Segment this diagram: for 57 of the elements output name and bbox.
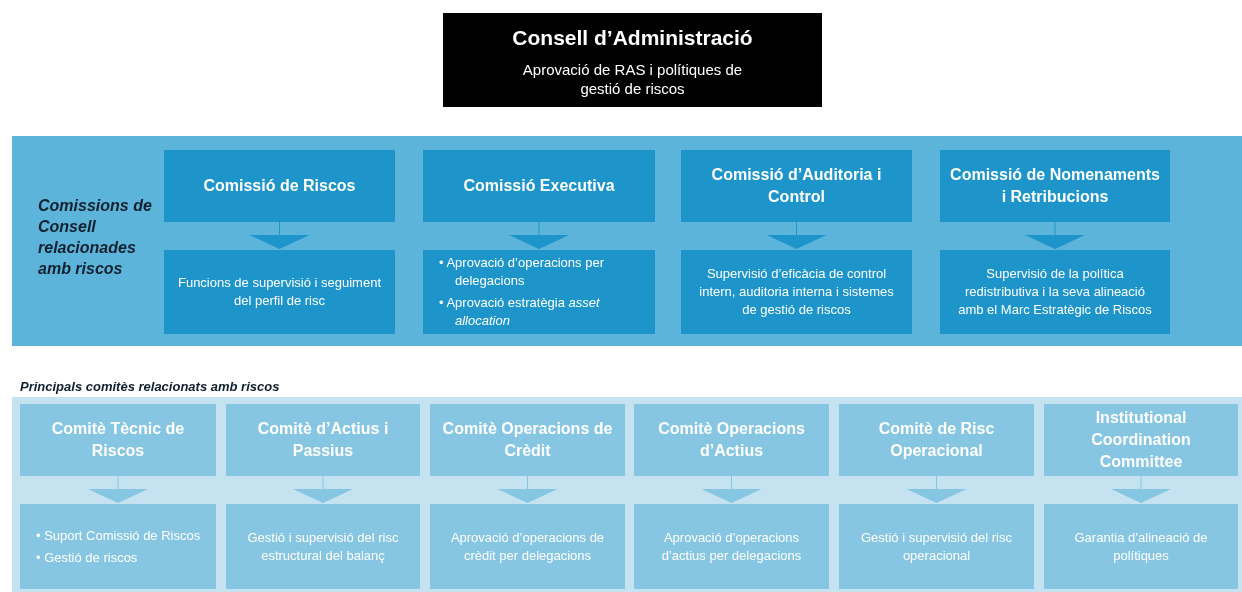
committee-title: Institutional Coordination Committee xyxy=(1090,408,1192,472)
commission-band xyxy=(12,136,1242,346)
function-box xyxy=(681,250,912,334)
committee-header xyxy=(430,404,625,476)
commission-header xyxy=(423,150,655,222)
function-box xyxy=(164,250,395,334)
function-box xyxy=(1044,504,1238,589)
commission-header xyxy=(940,150,1170,222)
bullet-item: • Suport Comissió de Riscos xyxy=(36,526,201,545)
committee-title: Comissió Executiva xyxy=(462,176,616,196)
committee-title: Comitè de Risc Operacional xyxy=(877,419,996,461)
band-heading: Comissions de Consell relacionades amb riscos xyxy=(38,196,153,279)
chevron-arrow xyxy=(1025,221,1085,250)
chevron-arrow xyxy=(293,475,353,504)
chevron-arrow xyxy=(509,221,569,250)
committee-title: Comitè Operacions d’Actius xyxy=(657,419,806,461)
committee-title: Comissió d’Auditoria i Control xyxy=(710,165,883,207)
board-box xyxy=(443,13,822,107)
committee-description: Funcions de supervisió i seguiment del perfil de risc xyxy=(176,274,383,310)
committee-header xyxy=(634,404,829,476)
board-title: Consell d’Administració xyxy=(512,24,753,51)
band-heading: Principals comitès relacionats amb riscos xyxy=(20,378,280,396)
board-description: Aprovació de RAS i polítiques de gestió de riscos xyxy=(521,61,744,99)
committee-title: Comitè Tècnic de Riscos xyxy=(50,419,186,461)
function-box xyxy=(226,504,420,589)
function-box xyxy=(634,504,829,589)
committee-title: Comitè Operacions de Crèdit xyxy=(441,419,614,461)
committee-header xyxy=(839,404,1034,476)
function-box xyxy=(20,504,216,589)
commission-header xyxy=(681,150,912,222)
committee-description: Aprovació d’operacions de crèdit per delegacions xyxy=(449,528,606,565)
committee-description: Gestió i supervisió del risc estructural del balanç xyxy=(246,528,400,565)
committee-description: Aprovació d’operacions d’actius per delegacions xyxy=(660,528,803,565)
committee-title: Comissió de Riscos xyxy=(202,176,357,196)
committee-header xyxy=(20,404,216,476)
function-box xyxy=(940,250,1170,334)
chevron-arrow xyxy=(766,221,827,250)
function-box xyxy=(839,504,1034,589)
bullet-item: • Gestió de riscos xyxy=(36,548,139,567)
chevron-arrow xyxy=(906,475,967,504)
bullet-item: • Aprovació estratègia asset allocation xyxy=(439,294,601,330)
committee-description: Supervisió de la política redistributiva i la seva alineació amb el Marc Estratègic de Riscos xyxy=(957,265,1153,319)
commission-header xyxy=(164,150,395,222)
chevron-arrow xyxy=(701,475,762,504)
committee-title: Comissió de Nomenaments i Retribucions xyxy=(949,165,1161,207)
chevron-arrow xyxy=(1111,475,1171,504)
committee-header xyxy=(226,404,420,476)
committee-description: Garantia d’alineació de polítiques xyxy=(1073,528,1209,565)
committee-description: Gestió i supervisió del risc operacional xyxy=(860,528,1013,565)
committee-header xyxy=(1044,404,1238,476)
chevron-arrow xyxy=(88,475,148,504)
committee-description: Supervisió d’eficàcia de control intern, auditoria interna i sistemes de gestió de riscos xyxy=(698,265,895,319)
chevron-arrow xyxy=(497,475,558,504)
chevron-arrow xyxy=(249,221,310,250)
function-box xyxy=(423,250,655,334)
function-box xyxy=(430,504,625,589)
committee-title: Comitè d’Actius i Passius xyxy=(256,419,390,461)
